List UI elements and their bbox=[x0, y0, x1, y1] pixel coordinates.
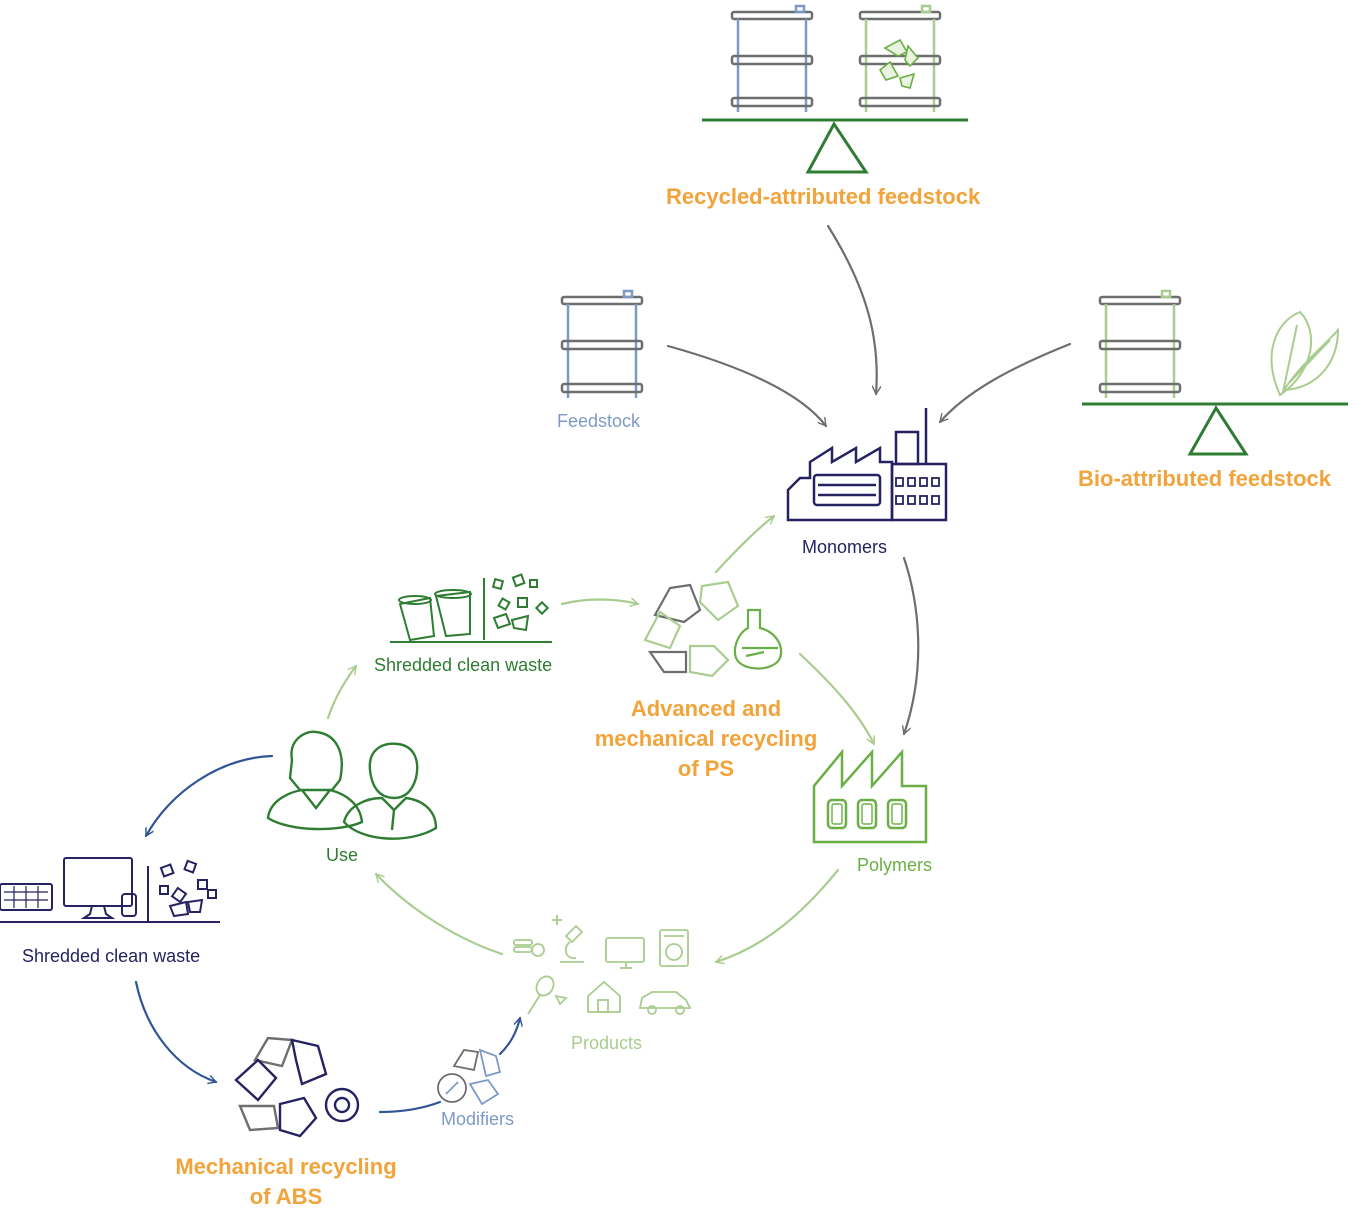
house-icon bbox=[587, 980, 621, 1013]
shredded-ps-label: Shredded clean waste bbox=[374, 655, 553, 675]
arrow-polymers-to-products bbox=[716, 868, 840, 962]
modifiers-icon bbox=[437, 1048, 502, 1106]
arrow-use-to-shredded-ps bbox=[326, 666, 358, 720]
coins-icon bbox=[513, 939, 545, 957]
monomers-factory-icon bbox=[786, 408, 948, 522]
mechanical-abs-line-2: of ABS bbox=[249, 1184, 323, 1209]
polymers-factory-icon bbox=[812, 748, 928, 844]
ps-recycling-icon bbox=[643, 580, 783, 678]
advanced-recycling-line-2: mechanical recycling bbox=[594, 726, 818, 751]
products-icons bbox=[513, 915, 692, 1015]
microscope-icon bbox=[552, 915, 584, 963]
arrow-recycling-to-monomers bbox=[714, 514, 774, 574]
arrow-shredded-to-recycling bbox=[560, 600, 638, 605]
flow-arrows bbox=[134, 224, 1072, 1114]
arrow-recycling-to-polymers bbox=[798, 652, 874, 744]
arrow-recycling-to-modifiers bbox=[378, 1100, 442, 1114]
gear-icon bbox=[324, 1087, 360, 1123]
flask-icon bbox=[733, 608, 783, 670]
advanced-recycling-line-1: Advanced and bbox=[630, 696, 782, 721]
polymers-label: Polymers bbox=[857, 855, 933, 875]
arrow-feedstock-to-monomers bbox=[666, 344, 828, 426]
arrow-bio-to-monomers bbox=[938, 342, 1072, 422]
recycled-attributed-title: Recycled-attributed feedstock bbox=[666, 184, 981, 209]
mechanical-abs-line-1: Mechanical recycling bbox=[175, 1154, 397, 1179]
shredded-abs-label: Shredded clean waste bbox=[22, 946, 201, 966]
use-label: Use bbox=[326, 845, 359, 865]
users-icon bbox=[266, 730, 438, 840]
modifiers-label: Modifiers bbox=[441, 1109, 515, 1129]
arrow-modifiers-to-products bbox=[498, 1018, 520, 1056]
car-icon bbox=[638, 991, 692, 1015]
abs-recycling-icon bbox=[234, 1036, 360, 1138]
recycle-icon bbox=[878, 38, 920, 89]
shredded-ps-waste-icon bbox=[390, 573, 552, 643]
shredded-abs-waste-icon bbox=[0, 857, 220, 923]
feedstock-label: Feedstock bbox=[557, 411, 641, 431]
bio-attributed-title: Bio-attributed feedstock bbox=[1078, 466, 1332, 491]
badminton-icon bbox=[527, 975, 568, 1015]
arrow-shredded-abs-to-recycling bbox=[134, 980, 216, 1082]
leaf-icon bbox=[1270, 310, 1340, 397]
products-label: Products bbox=[571, 1033, 643, 1053]
mechanical-abs-title: Mechanical recycling of ABS bbox=[140, 1152, 432, 1212]
washing-machine-icon bbox=[659, 929, 689, 967]
monomers-label: Monomers bbox=[802, 537, 888, 557]
bio-attributed-balance-icon bbox=[1082, 289, 1348, 456]
arrow-use-to-shredded-abs bbox=[144, 754, 274, 836]
monitor-icon bbox=[605, 937, 645, 969]
arrow-products-to-use bbox=[374, 872, 504, 956]
advanced-recycling-title: Advanced and mechanical recycling of PS bbox=[560, 694, 852, 784]
feedstock-barrel-icon bbox=[560, 289, 644, 398]
arrow-monomers-to-polymers bbox=[904, 556, 920, 734]
advanced-recycling-line-3: of PS bbox=[677, 756, 735, 781]
recycled-attributed-balance-icon bbox=[702, 4, 968, 174]
arrow-recycled-to-monomers bbox=[826, 224, 877, 394]
